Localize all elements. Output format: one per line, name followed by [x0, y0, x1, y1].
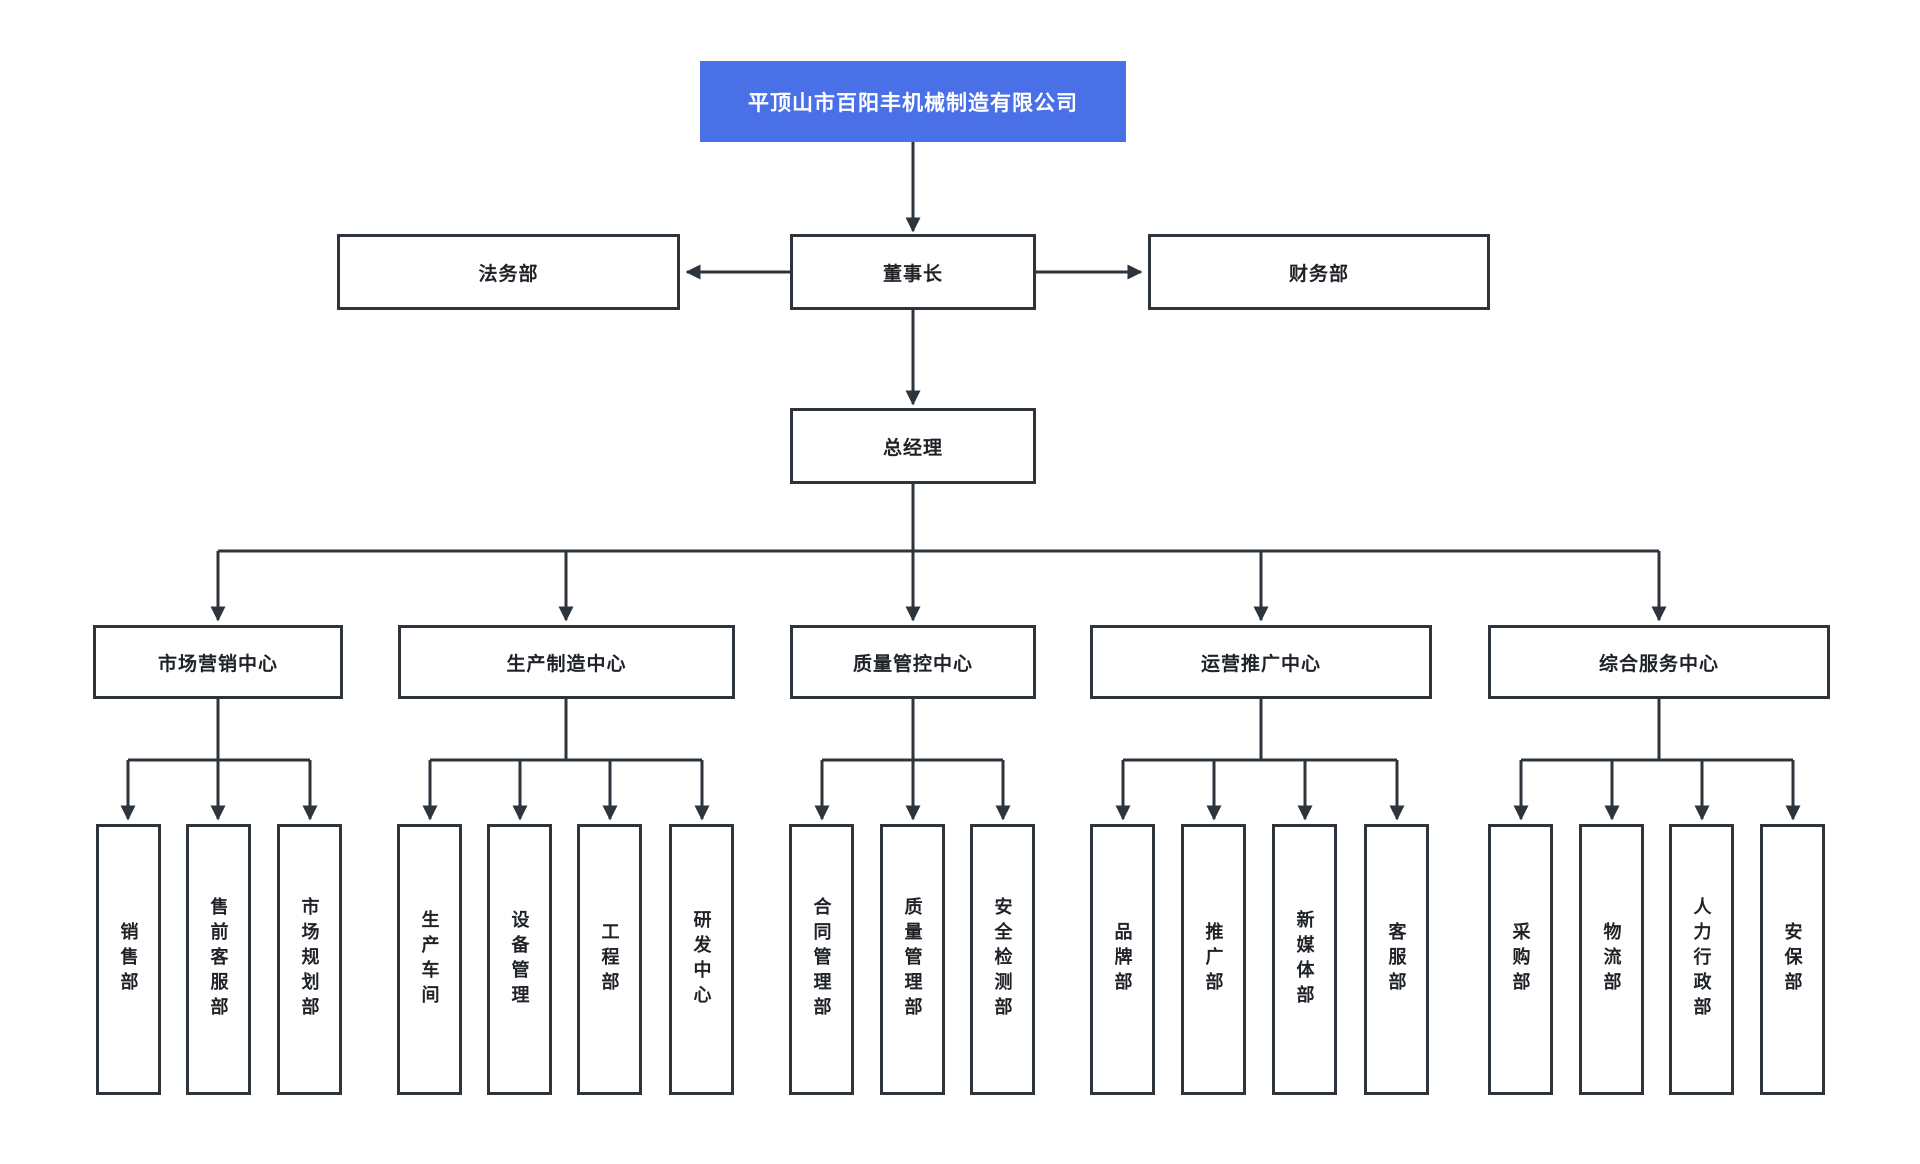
- node-center-operations: 运营推广中心: [1090, 625, 1432, 699]
- node-dept-procurement: 采购部: [1488, 824, 1553, 1095]
- node-dept-contract-mgmt: 合同管理部: [789, 824, 854, 1095]
- node-dept-security: 安保部: [1760, 824, 1825, 1095]
- node-dept-production-workshop: 生产车间: [397, 824, 462, 1095]
- node-dept-engineering: 工程部: [577, 824, 642, 1095]
- node-dept-market-planning: 市场规划部: [277, 824, 342, 1095]
- node-dept-customer-service: 客服部: [1364, 824, 1429, 1095]
- node-legal-dept: 法务部: [337, 234, 680, 310]
- node-dept-logistics: 物流部: [1579, 824, 1644, 1095]
- node-dept-rnd-center: 研发中心: [669, 824, 734, 1095]
- node-dept-hr-admin: 人力行政部: [1669, 824, 1734, 1095]
- node-dept-sales: 销售部: [96, 824, 161, 1095]
- node-dept-presales-service: 售前客服部: [186, 824, 251, 1095]
- node-chairman: 董事长: [790, 234, 1036, 310]
- node-dept-quality-mgmt: 质量管理部: [880, 824, 945, 1095]
- node-dept-equipment-mgmt: 设备管理: [487, 824, 552, 1095]
- node-general-manager: 总经理: [790, 408, 1036, 484]
- node-dept-promotion: 推广部: [1181, 824, 1246, 1095]
- node-dept-new-media: 新媒体部: [1272, 824, 1337, 1095]
- node-dept-safety-inspection: 安全检测部: [970, 824, 1035, 1095]
- node-dept-brand: 品牌部: [1090, 824, 1155, 1095]
- node-company-root: 平顶山市百阳丰机械制造有限公司: [700, 61, 1126, 142]
- node-finance-dept: 财务部: [1148, 234, 1490, 310]
- node-center-quality: 质量管控中心: [790, 625, 1036, 699]
- node-center-services: 综合服务中心: [1488, 625, 1830, 699]
- node-center-production: 生产制造中心: [398, 625, 735, 699]
- node-center-marketing: 市场营销中心: [93, 625, 343, 699]
